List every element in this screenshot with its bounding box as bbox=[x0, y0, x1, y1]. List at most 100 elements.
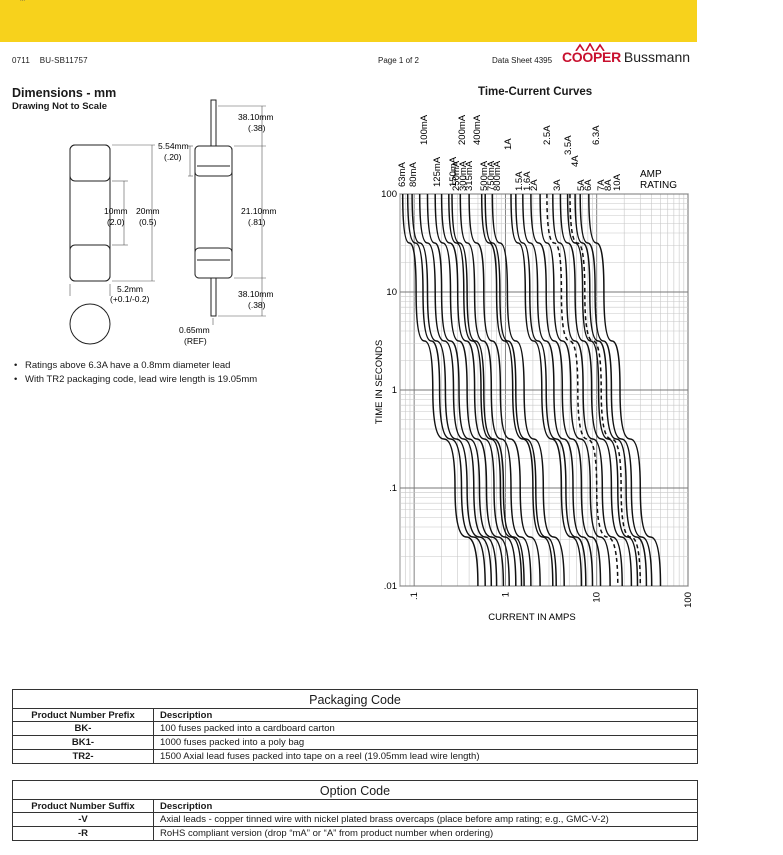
rating-label: 7A bbox=[596, 179, 607, 191]
rating-label: 3.5A bbox=[563, 135, 574, 155]
rating-label: 2.5A bbox=[542, 125, 553, 145]
legend-title-amp: AMP bbox=[640, 169, 662, 180]
rating-label: 3A bbox=[552, 179, 563, 191]
label-20mm: 20mm bbox=[136, 206, 160, 216]
label-21-10mm: 21.10mm bbox=[241, 206, 276, 216]
x-axis-label: CURRENT IN AMPS bbox=[488, 612, 575, 623]
curve-150mA bbox=[426, 194, 505, 586]
curve-63mA bbox=[401, 194, 479, 586]
rating-label: 2A bbox=[529, 179, 540, 191]
rating-label: 4A bbox=[570, 155, 581, 167]
curve-250mA bbox=[440, 194, 517, 586]
curve-5A bbox=[559, 194, 633, 586]
table-row: -R RoHS compliant version (drop “mA” or … bbox=[12, 826, 698, 841]
curve-315mA bbox=[451, 194, 525, 586]
label-lead-top: 38.10mm bbox=[238, 112, 273, 122]
rating-label: 1.5A bbox=[514, 171, 525, 191]
curve-750mA bbox=[480, 194, 554, 586]
curve-2A bbox=[522, 194, 594, 586]
option-table-title: Option Code bbox=[12, 780, 698, 799]
table-row: BK- 100 fuses packed into a cardboard ca… bbox=[12, 721, 698, 736]
label-lead-bot: 38.10mm bbox=[238, 289, 273, 299]
column-header-suffix: Product Number Suffix bbox=[12, 799, 154, 813]
label-lead-top-in: (.38) bbox=[248, 123, 266, 133]
column-header-description: Description bbox=[153, 708, 698, 722]
rating-label: 300mA bbox=[458, 160, 469, 191]
curve-400mA bbox=[459, 194, 532, 586]
brand-cooper: COOPER bbox=[562, 49, 621, 65]
label-10mm: 10mm bbox=[104, 206, 128, 216]
x-tick-labels: .1 1 10 100 bbox=[409, 592, 694, 608]
y-tick-label: .1 bbox=[389, 483, 397, 494]
packaging-description: 1000 fuses packed into a poly bag bbox=[153, 735, 698, 750]
packaging-code: BK- bbox=[12, 721, 154, 736]
curve-6A bbox=[566, 194, 639, 586]
dimension-drawing: 10mm (2.0) 20mm (0.5) 5.2mm (+0.1/-0.2) … bbox=[69, 99, 276, 346]
column-header-description: Description bbox=[153, 799, 698, 813]
fuse-body-drawing bbox=[69, 144, 111, 282]
option-description: Axial leads - copper tinned wire with ni… bbox=[153, 812, 698, 827]
rating-label: 1.6A bbox=[522, 171, 533, 191]
y-tick-label: 100 bbox=[381, 189, 397, 200]
rating-label: 5A bbox=[576, 179, 587, 191]
table-row: TR2- 1500 Axial lead fuses packed into t… bbox=[12, 749, 698, 764]
rating-label: 200mA bbox=[457, 114, 468, 145]
curve-125mA bbox=[418, 194, 498, 586]
curve-4A bbox=[552, 194, 623, 586]
curve-1A bbox=[491, 194, 565, 586]
label-5-2mm: 5.2mm bbox=[117, 284, 143, 294]
note-tr2-lead: With TR2 packaging code, lead wire lengt… bbox=[14, 374, 257, 385]
rating-label: 1A bbox=[503, 138, 514, 150]
y-tick-label: 1 bbox=[392, 385, 397, 396]
curve-100mA bbox=[411, 194, 493, 586]
y-axis-label: TIME IN SECONDS bbox=[374, 340, 385, 424]
x-tick-label: 100 bbox=[683, 592, 694, 608]
curve-7A bbox=[574, 194, 648, 586]
packaging-code-table: Packaging Code Product Number Prefix Des… bbox=[12, 689, 698, 764]
packaging-description: 1500 Axial lead fuses packed into tape o… bbox=[153, 749, 698, 764]
curve-3A bbox=[539, 194, 611, 586]
curve-2.5A bbox=[530, 194, 602, 586]
x-tick-label: 10 bbox=[592, 592, 603, 603]
x-tick-label: .1 bbox=[409, 592, 420, 600]
column-header-prefix: Product Number Prefix bbox=[12, 708, 154, 722]
cooper-logo-icon bbox=[575, 43, 605, 51]
curve-1.6A bbox=[515, 194, 587, 586]
rating-label: 150mA bbox=[448, 156, 459, 187]
rating-label: 10A bbox=[612, 173, 623, 191]
rating-label: 8A bbox=[603, 179, 614, 191]
label-5-2mm-tol: (+0.1/-0.2) bbox=[110, 294, 150, 304]
option-code: -V bbox=[12, 812, 154, 827]
x-tick-label: 1 bbox=[500, 592, 511, 597]
rating-label: 500mA bbox=[479, 160, 490, 191]
packaging-description: 100 fuses packed into a cardboard carton bbox=[153, 721, 698, 736]
chart-curves bbox=[401, 194, 662, 586]
option-code-table: Option Code Product Number Suffix Descri… bbox=[12, 780, 698, 841]
curve-500mA bbox=[468, 194, 541, 586]
packaging-code: BK1- bbox=[12, 735, 154, 750]
legend-title-rating: RATING bbox=[640, 180, 677, 191]
rating-label: 6A bbox=[583, 179, 594, 191]
curve-10A bbox=[588, 194, 662, 586]
rating-label: 63mA bbox=[397, 162, 408, 187]
rating-label: 6.3A bbox=[591, 125, 602, 145]
label-5-54mm: 5.54mm bbox=[158, 141, 189, 151]
y-tick-label: .01 bbox=[384, 581, 397, 592]
dimensions-title: Dimensions - mm bbox=[12, 86, 117, 100]
page-number: Page 1 of 2 bbox=[378, 56, 419, 65]
curve-200mA bbox=[434, 194, 510, 586]
label-lead-bot-in: (.38) bbox=[248, 300, 266, 310]
table-header-row: Product Number Suffix Description bbox=[12, 799, 698, 813]
label-20mm-in: (0.5) bbox=[139, 217, 157, 227]
curve-6.3A bbox=[569, 194, 642, 586]
datasheet-number: Data Sheet 4395 bbox=[492, 56, 553, 65]
table-header-row: Product Number Prefix Description bbox=[12, 708, 698, 722]
rating-label: 125mA bbox=[432, 156, 443, 187]
option-code: -R bbox=[12, 826, 154, 841]
curve-800mA bbox=[484, 194, 557, 586]
rating-label: 800mA bbox=[492, 160, 503, 191]
